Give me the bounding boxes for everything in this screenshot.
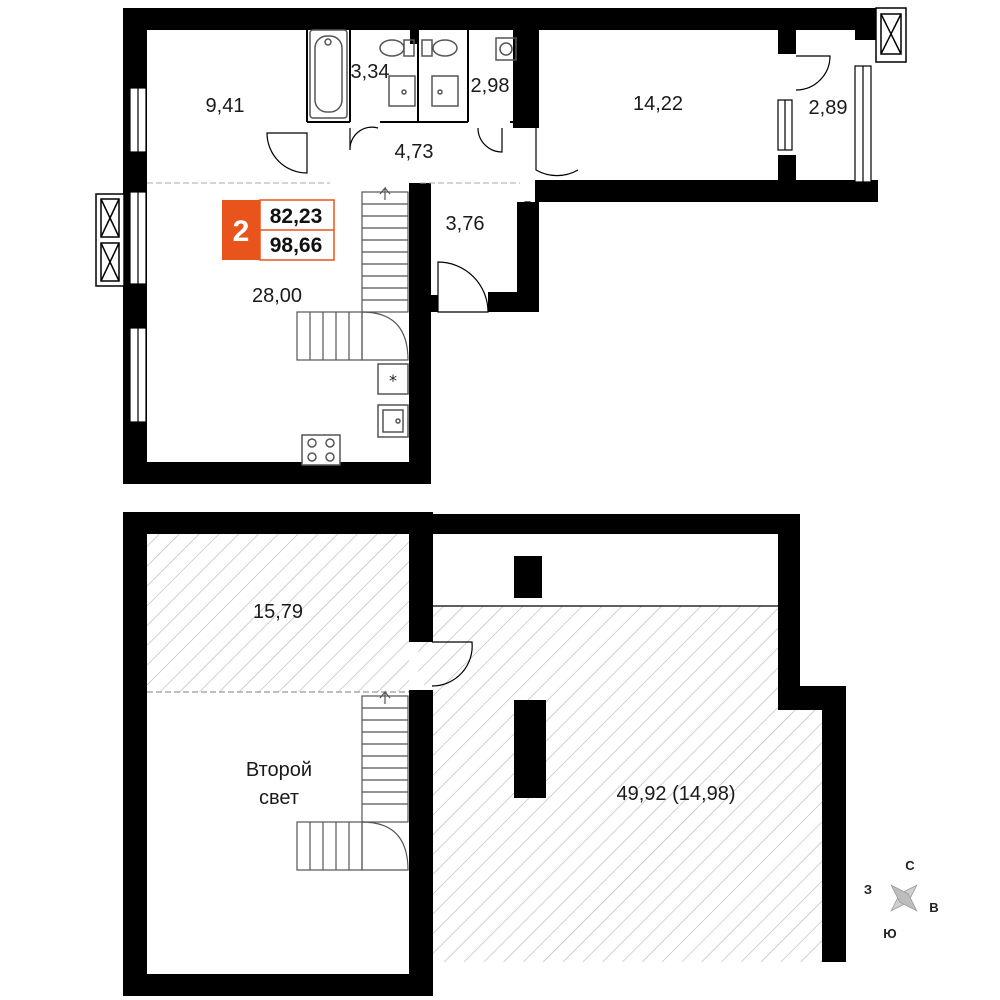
room-area-hall: 3,76 xyxy=(446,213,485,235)
room-area-storage: 2,89 xyxy=(809,97,848,119)
terrace-hatch xyxy=(432,606,822,962)
total-area-with-terrace: 98,66 xyxy=(270,234,323,257)
floor-1-partitions xyxy=(147,28,538,184)
compass-east: В xyxy=(929,900,938,915)
compass-south: Ю xyxy=(883,926,896,941)
floor-2-partitions xyxy=(147,605,778,693)
compass-west: З xyxy=(864,882,872,897)
staircase-floor-2 xyxy=(296,690,409,871)
sink-icon xyxy=(388,75,459,107)
floor-1-windows xyxy=(129,65,872,423)
total-area: 82,23 xyxy=(270,205,323,228)
rooms-count-badge xyxy=(222,200,260,260)
kitchen-sink-icon xyxy=(377,404,409,438)
room-area-corridor: 4,73 xyxy=(395,141,434,163)
room-area-terrace: 49,92 (14,98) xyxy=(617,783,736,805)
room-area-bedroom: 9,41 xyxy=(206,95,245,117)
floor-1-doors xyxy=(266,55,831,313)
floor-2-walls xyxy=(123,512,846,996)
ac-unit-west xyxy=(95,193,125,287)
floor-1: * xyxy=(95,7,907,484)
rooms-count: 2 xyxy=(233,215,250,248)
floor-2: 15,79 Второй свет 49,92 (14,98) xyxy=(123,512,846,996)
exhaust-icon: * xyxy=(377,363,409,395)
apartment-badge: 2 82,23 98,66 xyxy=(222,199,335,261)
staircase-floor-1 xyxy=(296,186,409,361)
room-area-mezzanine: 15,79 xyxy=(253,601,303,623)
boiler-icon xyxy=(495,37,517,61)
room-area-living-kitchen: 28,00 xyxy=(252,285,302,307)
toilet-icon xyxy=(379,39,458,57)
room-area-bathroom: 3,34 xyxy=(351,61,390,83)
compass-north: С xyxy=(905,858,915,873)
compass: С В Ю З xyxy=(864,858,939,941)
ac-unit-east xyxy=(875,7,907,63)
bathtub-icon xyxy=(309,29,348,119)
room-area-wc: 2,98 xyxy=(471,75,510,97)
stove-icon xyxy=(301,434,341,466)
second-light-label-2: свет xyxy=(259,787,299,809)
second-light-label-1: Второй xyxy=(246,759,312,781)
mezzanine-hatch xyxy=(147,534,409,692)
room-area-room: 14,22 xyxy=(633,93,683,115)
svg-text:*: * xyxy=(389,371,397,390)
